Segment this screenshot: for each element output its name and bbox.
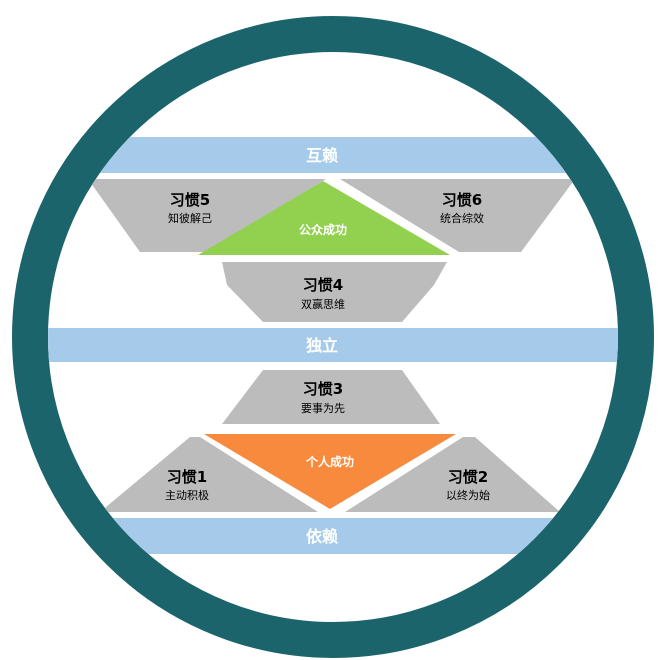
habit2-title: 习惯2 (448, 468, 488, 486)
habit1-shape (100, 437, 318, 512)
habit3-title: 习惯3 (303, 380, 343, 398)
habit3-shape (222, 370, 440, 424)
interdependence-band (48, 137, 618, 173)
habit4-title: 习惯4 (303, 276, 343, 294)
habit1-title: 习惯1 (167, 468, 207, 486)
habit7-title: 习惯 7 (338, 61, 393, 83)
habit7-subtitle: 不断更新 (391, 70, 438, 95)
independence-label: 独立 (306, 336, 338, 355)
habit3-desc: 要事为先 (301, 402, 345, 415)
public-victory-triangle (198, 181, 450, 255)
habit5-title: 习惯5 (170, 191, 210, 209)
habit6-title: 习惯6 (442, 191, 482, 209)
independence-band (48, 328, 618, 362)
private-victory-triangle (204, 434, 456, 509)
habit4-shape (222, 262, 447, 322)
habit2-desc: 以终为始 (446, 488, 490, 502)
private-victory-label: 个人成功 (305, 454, 354, 469)
habit2-shape (345, 437, 560, 512)
habit6-desc: 统合综效 (440, 211, 484, 225)
dependence-band (48, 518, 618, 554)
public-victory-label: 公众成功 (299, 222, 347, 237)
habit6-shape (340, 179, 575, 252)
habit4-desc: 双赢思维 (301, 297, 345, 311)
renewal-ring (12, 16, 654, 658)
habit1-desc: 主动积极 (165, 488, 209, 502)
habit5-desc: 知彼解己 (168, 211, 212, 225)
habit5-shape (88, 179, 326, 252)
interdependence-label: 互赖 (306, 146, 338, 165)
dependence-label: 依赖 (306, 527, 338, 546)
